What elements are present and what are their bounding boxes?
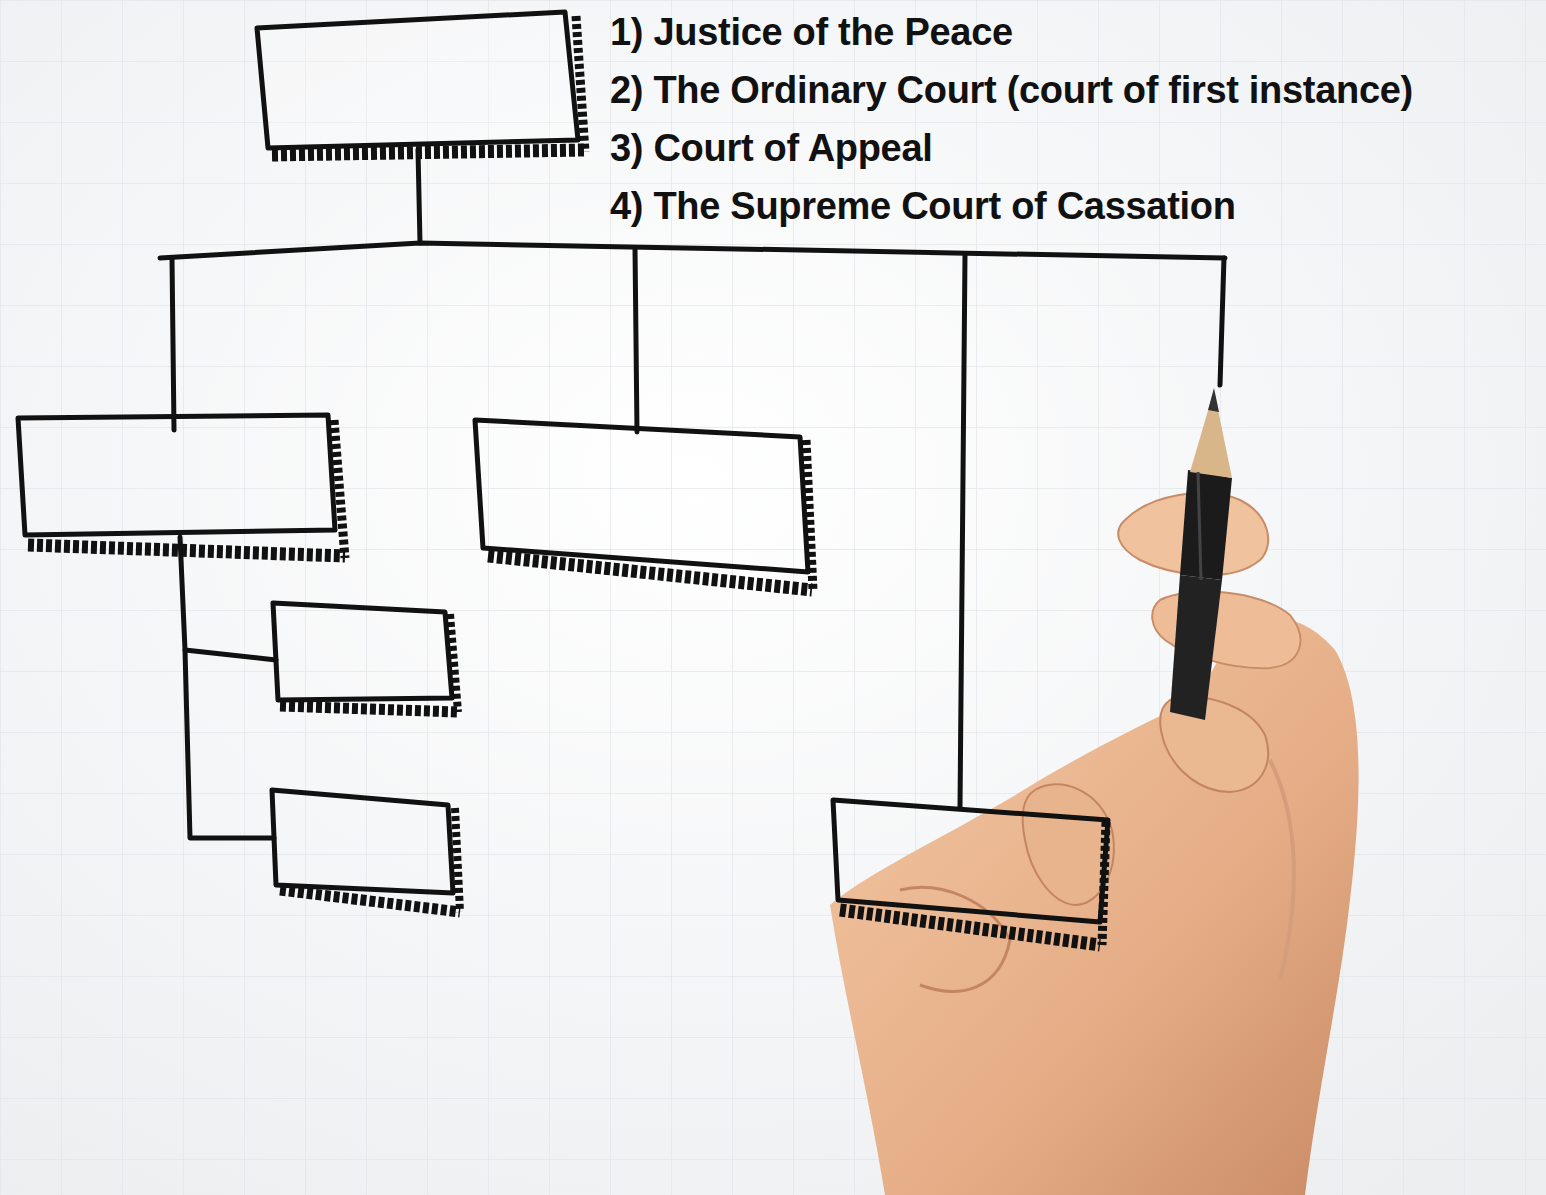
empty-chart-boxes <box>18 12 1108 945</box>
court-list-item: 4) The Supreme Court of Cassation <box>610 177 1236 235</box>
court-list-item: 2) The Ordinary Court (court of first in… <box>610 61 1413 119</box>
chart-lines <box>160 150 1225 838</box>
court-list-item: 3) Court of Appeal <box>610 119 933 177</box>
court-list-item: 1) Justice of the Peace <box>610 3 1013 61</box>
pencil <box>1170 388 1232 720</box>
hand <box>830 493 1359 1195</box>
